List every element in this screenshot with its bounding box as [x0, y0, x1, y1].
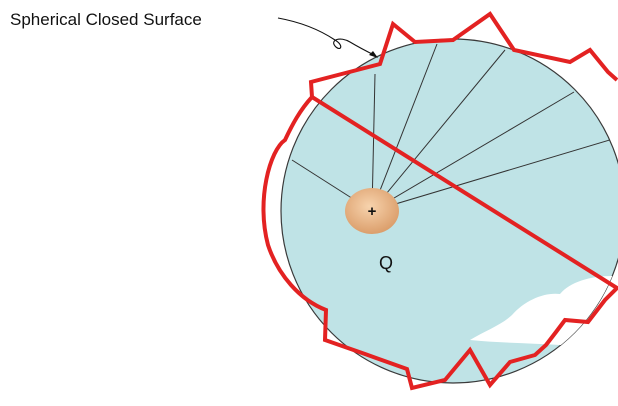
field-line: [371, 91, 575, 212]
charge-blob: [345, 188, 399, 234]
pointer-arrowhead: [369, 51, 378, 58]
label-pointer: [277, 17, 377, 57]
field-line: [371, 49, 506, 212]
field-line: [371, 43, 438, 212]
irregular-closed-surface: [261, 11, 618, 391]
charge-label: Q: [379, 253, 393, 273]
charge-sign: +: [368, 203, 377, 220]
field-line: [371, 135, 618, 212]
surface-label: Spherical Closed Surface: [10, 10, 202, 29]
